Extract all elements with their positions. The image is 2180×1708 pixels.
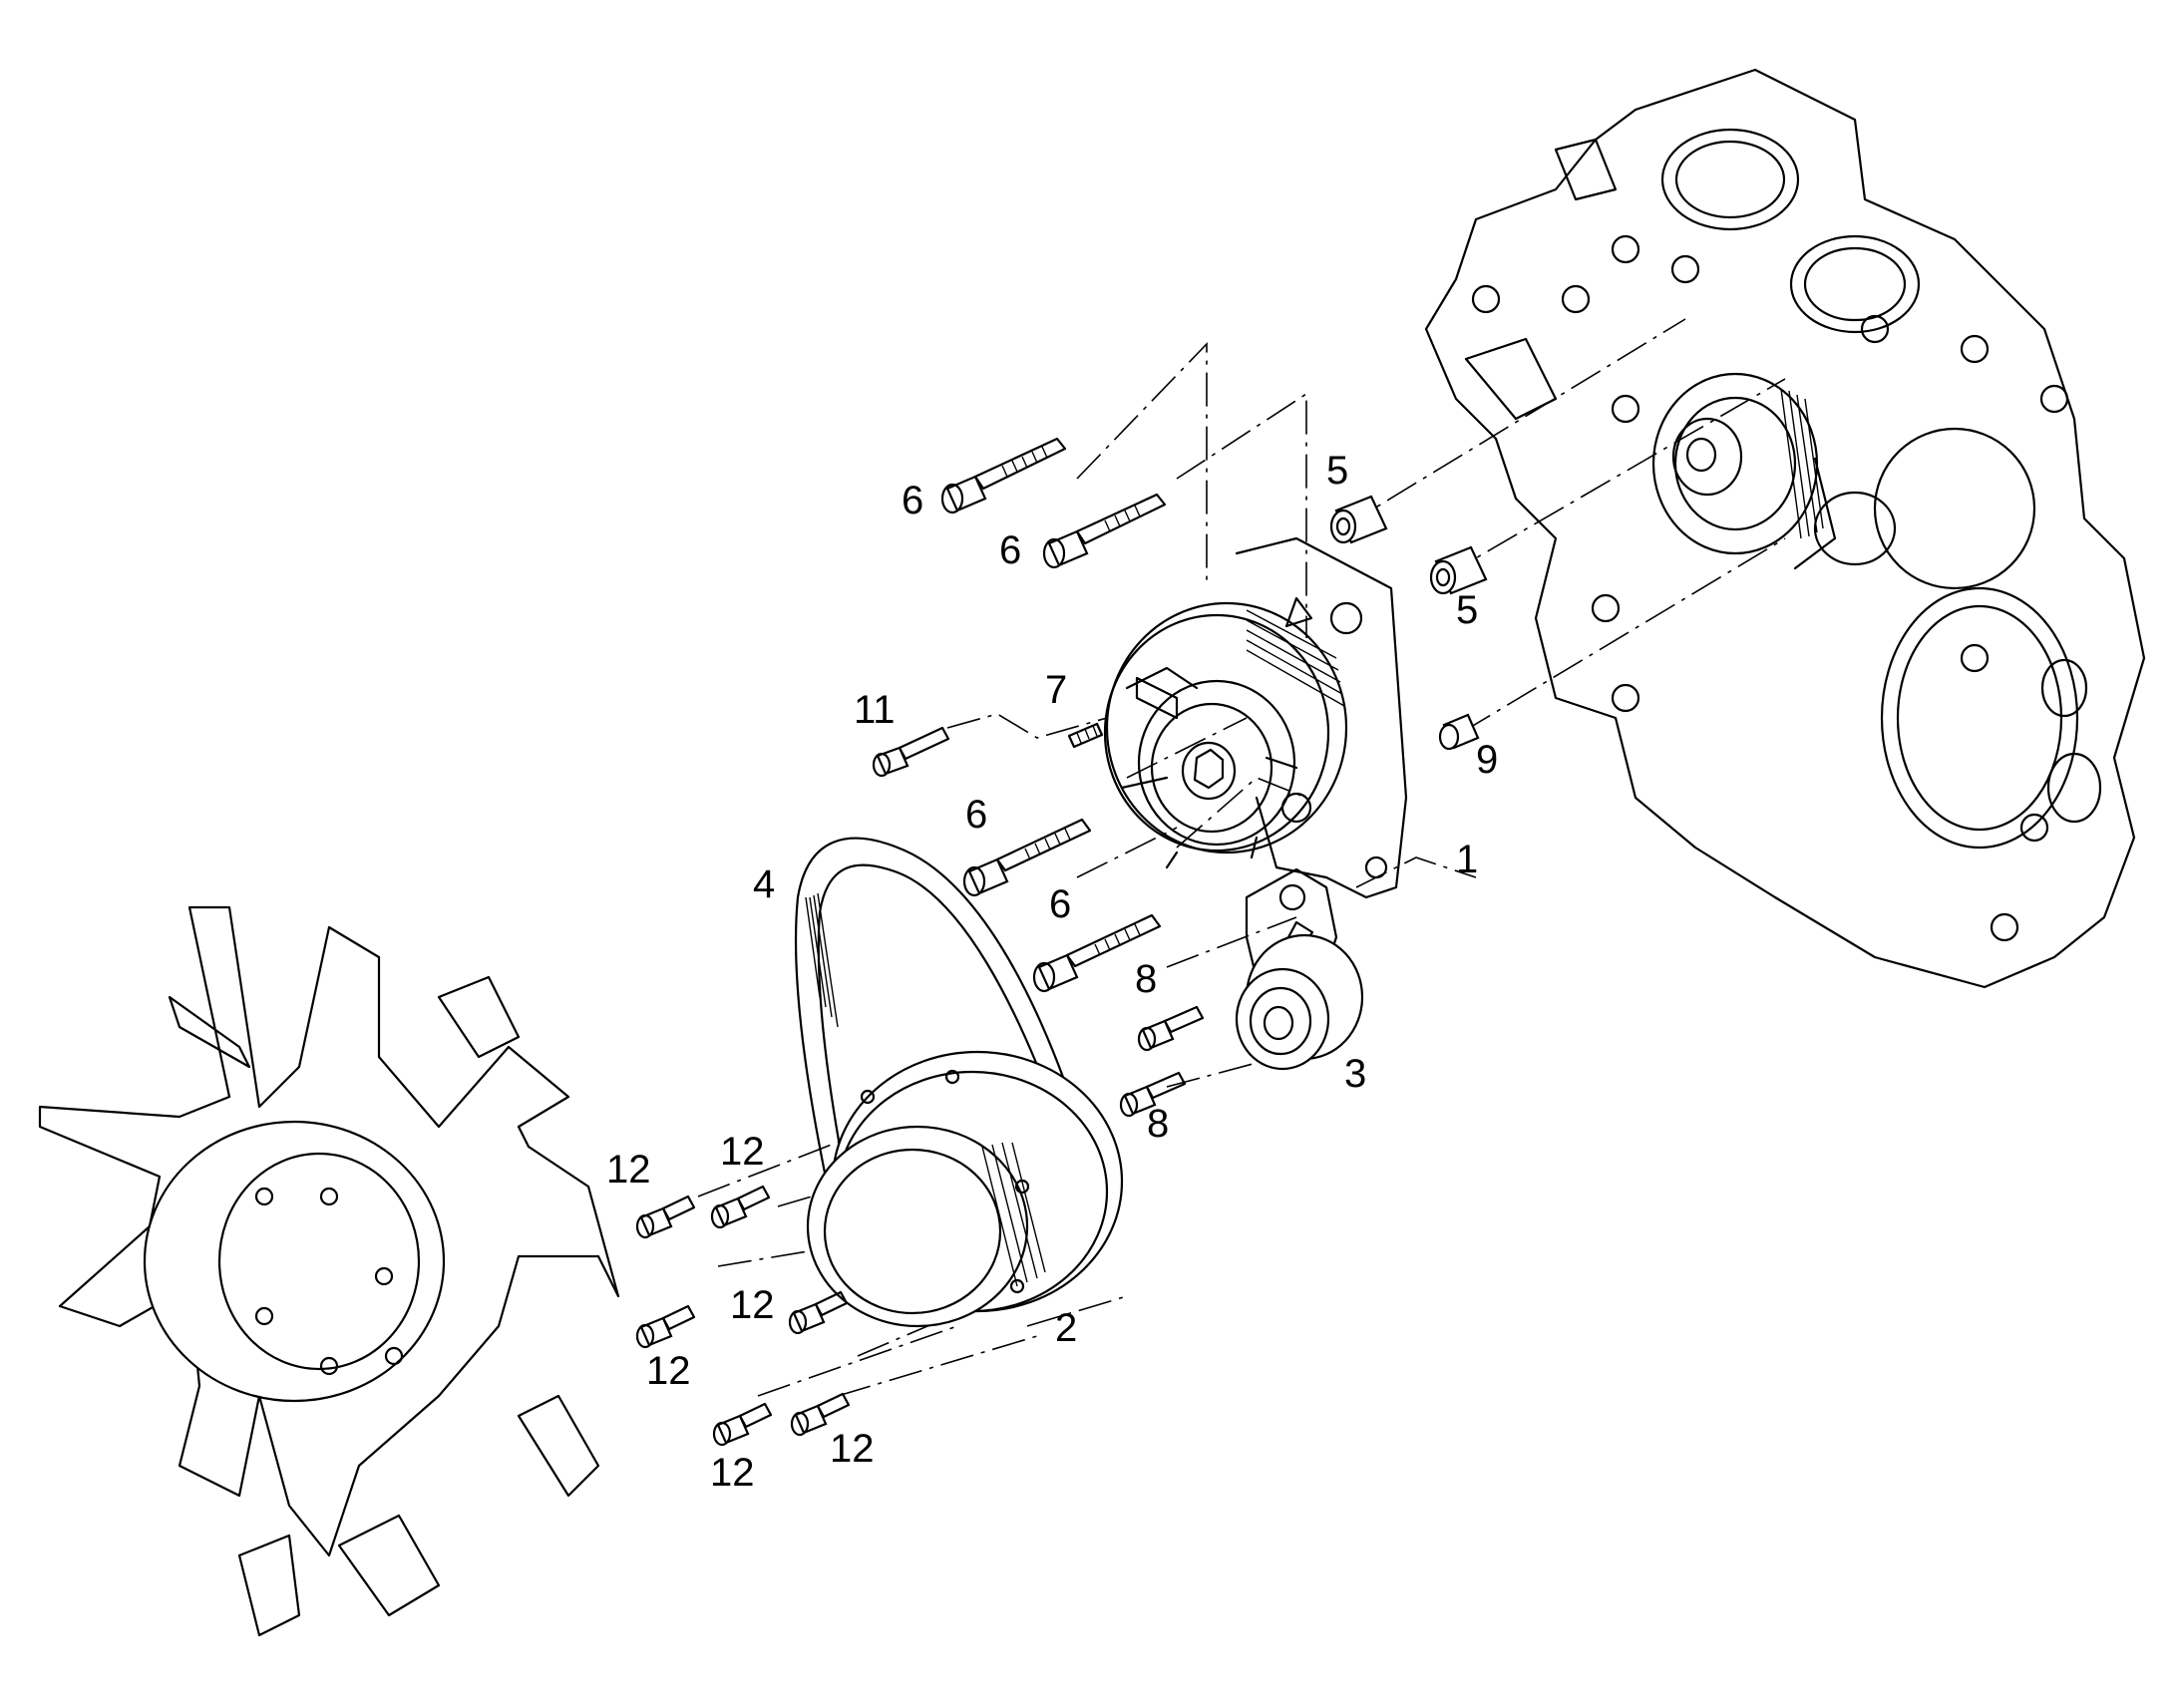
engine-front-cover (1424, 68, 2146, 989)
callout-6: 6 (965, 793, 987, 837)
long-bolt-6-upper (940, 437, 1067, 514)
callout-8: 8 (1135, 957, 1157, 1001)
callout-12: 12 (606, 1148, 651, 1192)
callout-6: 6 (902, 479, 923, 522)
idler-pulley-3 (1235, 933, 1364, 1071)
callout-6: 6 (1049, 882, 1071, 926)
callout-12: 12 (720, 1130, 765, 1174)
callout-6: 6 (999, 528, 1021, 572)
long-bolt-6-bottom (1032, 913, 1162, 993)
spacer-5-lower (1429, 545, 1488, 595)
bolt-8-upper (1137, 1005, 1205, 1052)
callout-3: 3 (1344, 1052, 1366, 1096)
callout-12: 12 (710, 1451, 755, 1495)
bolt-12-d (788, 1290, 849, 1335)
cooling-fan (38, 905, 620, 1637)
callout-12: 12 (830, 1427, 875, 1471)
callout-12: 12 (646, 1349, 691, 1393)
bolt-11 (872, 726, 950, 778)
stud-7 (1067, 722, 1104, 749)
callout-12: 12 (730, 1283, 775, 1327)
spacer-5-upper (1329, 495, 1388, 544)
callout-1: 1 (1456, 838, 1478, 881)
bolt-12-b (710, 1185, 771, 1229)
callout-5: 5 (1326, 449, 1348, 493)
long-bolt-6-middle (962, 818, 1092, 897)
callout-2: 2 (1055, 1306, 1077, 1350)
callout-11: 11 (854, 688, 896, 732)
callout-9: 9 (1476, 738, 1498, 782)
bolt-12-f (790, 1392, 851, 1437)
long-bolt-6-lower (1042, 493, 1167, 569)
bolt-12-c (635, 1304, 696, 1349)
callout-7: 7 (1045, 668, 1067, 712)
bolt-8-lower (1119, 1071, 1187, 1118)
callout-4: 4 (753, 862, 775, 906)
fan-drive-hub-1 (1103, 536, 1408, 899)
bolt-12-e (712, 1402, 773, 1447)
bolt-12-a (635, 1195, 696, 1239)
crank-pulley-2 (806, 1050, 1124, 1328)
callout-labels: 6 6 5 5 7 11 9 6 1 4 6 8 3 8 12 12 12 12… (606, 449, 1498, 1495)
dowel-9 (1438, 713, 1480, 751)
callout-8: 8 (1147, 1102, 1169, 1146)
callout-5: 5 (1456, 588, 1478, 632)
